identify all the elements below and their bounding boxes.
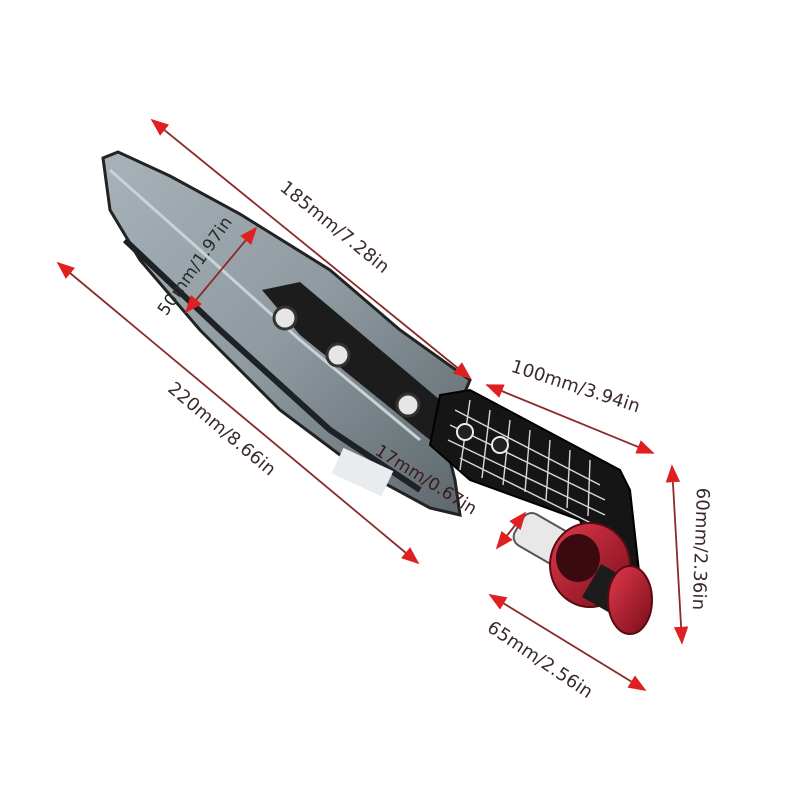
dim-line-220mm (56, 261, 420, 565)
dim-line-60mm (665, 464, 689, 645)
dim-line-17mm (495, 511, 527, 550)
dimension-label-60mm: 60mm/2.36in (687, 487, 713, 611)
dim-line-65mm (488, 594, 647, 691)
dim-line-100mm (485, 384, 655, 454)
bolt-icon (395, 392, 421, 418)
dim-line-50mm (184, 226, 258, 314)
dimension-lines (56, 118, 689, 691)
bolt-icon (325, 342, 351, 368)
bolt-icon (272, 305, 298, 331)
